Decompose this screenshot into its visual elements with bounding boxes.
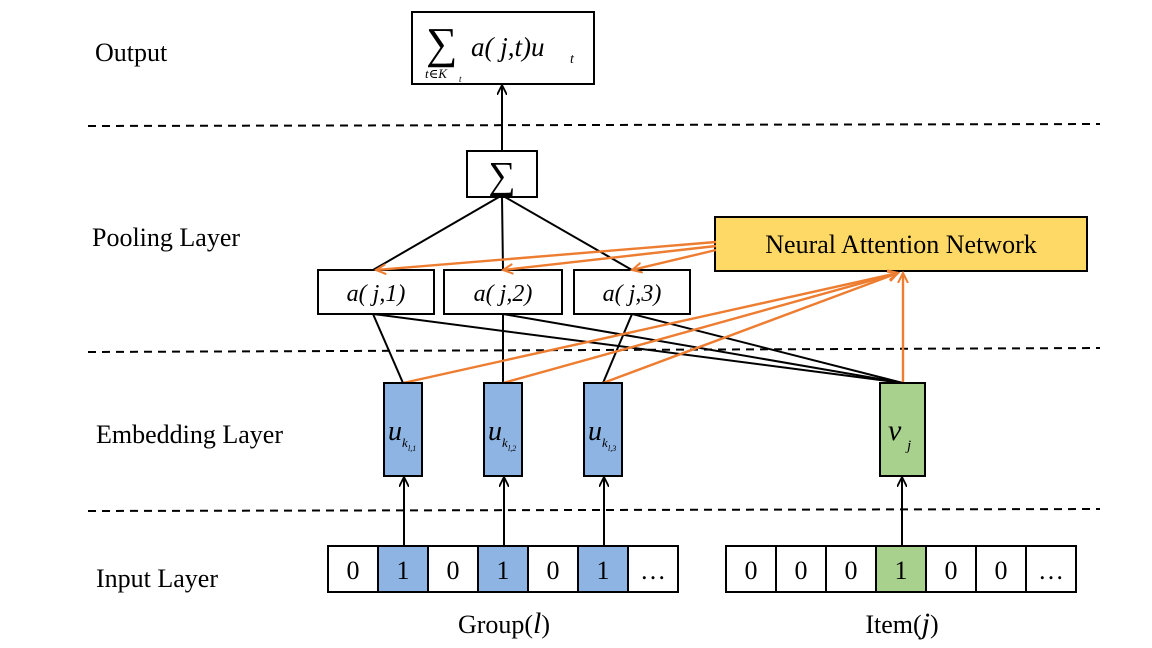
layer-label-output: Output — [95, 38, 168, 67]
embedding-subscript: k — [502, 435, 508, 450]
group-input-caption: Group(l) — [458, 607, 550, 640]
item-input-cell-value: … — [1038, 556, 1064, 585]
embedding-symbol: u — [588, 416, 602, 447]
attention-weight-label: a( j,2) — [474, 281, 533, 307]
attention-arrow-from-u2 — [502, 273, 898, 385]
attention-arrow-from-u3 — [602, 273, 898, 385]
group-caption-text: Group( — [458, 610, 533, 639]
edge-weight1-to-sum — [372, 196, 500, 271]
item-caption-variable: j — [918, 607, 930, 640]
output-box: ∑ a( j,t)u t t∈K t — [411, 11, 595, 85]
group-input-cell-value: 1 — [497, 556, 510, 585]
group-input-cell-value: 0 — [447, 556, 460, 585]
group-input-cell: 0 — [527, 545, 579, 593]
group-input-cell-value: 0 — [347, 556, 360, 585]
embedding-subscript: k — [602, 435, 608, 450]
attention-weight-label: a( j,1) — [347, 281, 406, 307]
group-input-cell-value: 0 — [547, 556, 560, 585]
embedding-sub-subscript: l,1 — [408, 444, 416, 453]
pooling-sum-box: ∑ — [466, 150, 538, 198]
item-input-cell-value: 0 — [795, 556, 808, 585]
group-input-cell: 0 — [427, 545, 479, 593]
group-caption-close: ) — [541, 610, 550, 639]
group-input-cell: 1 — [377, 545, 429, 593]
item-input-cell: … — [1025, 545, 1077, 593]
output-expression: a( j,t)u — [471, 32, 545, 62]
item-embedding: v j — [879, 382, 926, 477]
separator-embedding-input — [87, 508, 1101, 512]
embedding-symbol: u — [388, 416, 402, 447]
group-input-cell: 0 — [327, 545, 379, 593]
group-caption-variable: l — [533, 607, 541, 640]
embedding-symbol: u — [488, 416, 502, 447]
item-input-cell: 0 — [775, 545, 827, 593]
group-embedding-2: u k l,2 — [483, 382, 523, 477]
edge-weight3-to-sum — [504, 196, 633, 271]
item-input-cell-value: 0 — [995, 556, 1008, 585]
output-sum-range: t∈K — [425, 66, 448, 81]
group-input-vector: 0 1 0 1 0 1 … — [327, 545, 679, 593]
item-caption-close: ) — [930, 610, 939, 639]
item-input-cell-value: 0 — [845, 556, 858, 585]
separator-output-pooling — [87, 123, 1101, 127]
group-input-cell-value: 1 — [397, 556, 410, 585]
item-input-vector: 0 0 0 1 0 0 … — [725, 545, 1077, 593]
group-input-cell-value: 1 — [597, 556, 610, 585]
separator-pooling-embedding — [87, 347, 1101, 353]
group-input-cell-value: … — [640, 556, 666, 585]
item-input-cell-value: 0 — [945, 556, 958, 585]
item-input-cell: 0 — [975, 545, 1027, 593]
output-sum-symbol: ∑ — [426, 19, 457, 68]
item-input-cell: 0 — [725, 545, 777, 593]
attention-arrow-to-weight2 — [503, 244, 717, 270]
attention-arrow-from-u1 — [402, 273, 898, 385]
attention-weight-box-2: a( j,2) — [443, 269, 563, 315]
group-input-cell: 1 — [577, 545, 629, 593]
attention-arrow-to-weight3 — [632, 248, 717, 270]
item-input-cell-value: 0 — [745, 556, 758, 585]
attention-weight-box-3: a( j,3) — [573, 269, 691, 315]
group-embedding-1: u k l,1 — [383, 382, 423, 477]
edge-v-to-weight2 — [502, 313, 904, 384]
item-input-cell: 0 — [825, 545, 877, 593]
item-embedding-subscript: j — [905, 438, 911, 454]
attention-weight-label: a( j,3) — [603, 281, 662, 307]
neural-attention-network-box: Neural Attention Network — [714, 216, 1088, 272]
item-input-cell: 0 — [925, 545, 977, 593]
item-caption-text: Item( — [865, 610, 921, 639]
item-input-cell-value: 1 — [895, 556, 908, 585]
pooling-sum-symbol: ∑ — [488, 155, 515, 197]
group-input-cell: … — [627, 545, 679, 593]
layer-label-embedding: Embedding Layer — [96, 420, 283, 449]
edge-u1-to-weight1 — [372, 313, 404, 384]
group-embedding-3: u k l,3 — [583, 382, 623, 477]
group-input-cell: 1 — [477, 545, 529, 593]
attention-weight-box-1: a( j,1) — [317, 269, 435, 315]
embedding-subscript: k — [402, 435, 408, 450]
layer-label-pooling: Pooling Layer — [92, 223, 240, 252]
edge-u3-to-weight3 — [602, 313, 633, 384]
edge-weight2-to-sum — [501, 196, 504, 271]
item-input-caption: Item(j) — [865, 607, 938, 640]
item-embedding-symbol: v — [888, 414, 902, 447]
edge-v-to-weight3 — [631, 313, 904, 384]
neural-attention-network-label: Neural Attention Network — [765, 230, 1037, 259]
item-input-cell: 1 — [875, 545, 927, 593]
layer-label-input: Input Layer — [96, 564, 218, 593]
output-expression-subscript: t — [570, 52, 575, 67]
edge-v-to-weight1 — [372, 313, 904, 384]
embedding-sub-subscript: l,3 — [608, 444, 616, 453]
attention-arrow-to-weight1 — [376, 240, 717, 270]
embedding-sub-subscript: l,2 — [508, 444, 516, 453]
output-sum-range-subscript: t — [459, 74, 462, 84]
